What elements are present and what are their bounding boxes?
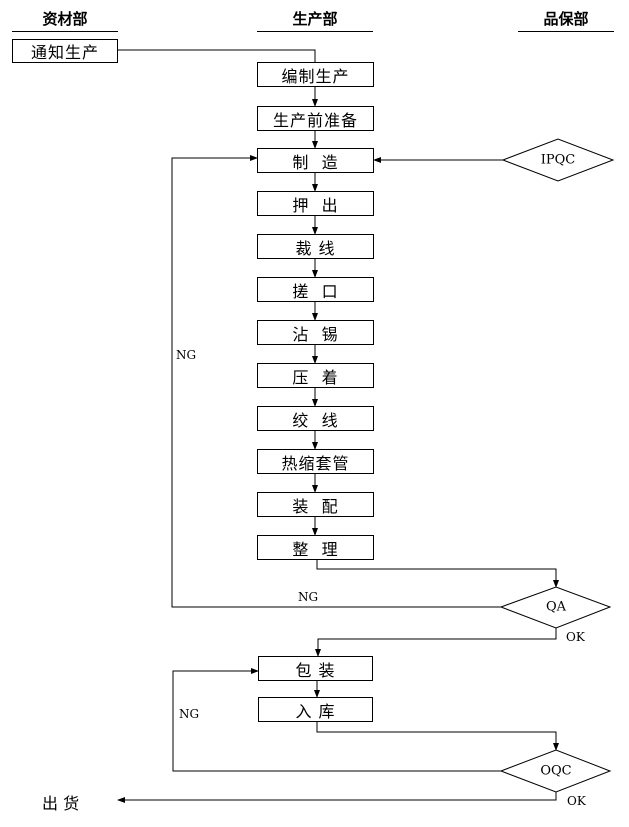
node-twist-end: 搓 口 [257,277,374,302]
decision-qa-shape [499,586,612,629]
dept-quality: 品保部 [543,10,589,28]
node-extrude: 押 出 [257,191,374,216]
node-assemble: 装 配 [257,492,374,517]
decision-qa: QA [545,599,567,615]
dept-production: 生产部 [292,10,338,28]
node-plan-production: 编制生产 [257,62,374,87]
arrow-oqc-ok-ship [117,792,557,803]
arrow-store-oqc [316,721,559,751]
dept-materials: 资材部 [42,10,88,28]
arrow-tidy-qa [316,559,559,588]
node-crimp: 压 着 [257,363,374,388]
arrow-qa-ok-pack [315,628,557,657]
node-twist-wire: 绞 线 [257,406,374,431]
label-ship: 出 货 [42,794,80,813]
node-notify-production: 通知生产 [12,39,118,63]
node-heat-shrink: 热缩套管 [257,449,374,474]
connector-notify-plan [118,49,316,62]
node-cut-wire: 裁 线 [257,234,374,259]
decision-oqc-shape [499,749,612,793]
label-ng-left: NG [176,348,197,362]
dept-materials-rule [12,31,118,32]
node-manufacture: 制 造 [257,148,374,173]
node-pre-production-prep: 生产前准备 [257,106,374,131]
decision-ipqc-shape [501,138,615,182]
node-warehouse-in: 入 库 [258,697,373,722]
decision-oqc: OQC [540,763,572,779]
node-tin-dip: 沾 锡 [257,320,374,345]
label-ng-qa: NG [298,590,319,604]
decision-ipqc: IPQC [540,152,576,168]
node-tidy: 整 理 [257,535,374,560]
label-ok-qa: OK [566,630,585,644]
node-pack: 包 装 [258,656,373,681]
label-ng-oqc: NG [179,707,200,721]
arrow-oqc-ng-loop [172,668,501,772]
dept-quality-rule [518,31,614,32]
arrow-qa-ng-loop [171,155,501,608]
dept-production-rule [257,31,373,32]
label-ok-oqc: OK [567,794,586,808]
